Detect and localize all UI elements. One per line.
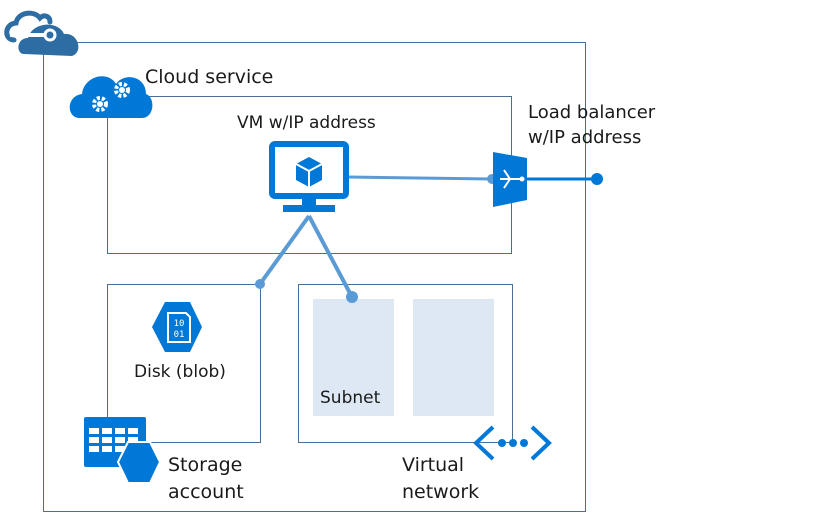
load-balancer-label-line1: Load balancer: [528, 102, 656, 123]
svg-text:01: 01: [174, 330, 185, 340]
azure-boundary: [43, 42, 586, 512]
load-balancer-icon: [493, 152, 527, 207]
storage-table-icon: [84, 417, 162, 484]
disk-connector-dot: [255, 279, 265, 289]
storage-account-label-line1: Storage: [168, 454, 243, 476]
load-balancer-label-line2: w/IP address: [528, 127, 642, 148]
svg-text:10: 10: [174, 319, 185, 329]
virtual-network-icon: [473, 425, 552, 461]
subnet-1: [313, 299, 394, 416]
subnet-label: Subnet: [320, 388, 381, 408]
subnet-2: [413, 299, 494, 416]
disk-blob-icon: 10 01: [152, 302, 202, 352]
public-ip-dot: [591, 173, 603, 185]
cloud-service-label: Cloud service: [145, 66, 274, 88]
vm-connectors: [255, 214, 358, 303]
disk-label: Disk (blob): [134, 362, 226, 382]
cloud-gears-icon: [69, 76, 153, 118]
subnet-connector-dot: [346, 291, 358, 303]
virtual-network-label-line1: Virtual: [402, 454, 465, 476]
virtual-machine-monitor-icon: [269, 141, 349, 212]
storage-account-label-line2: account: [168, 481, 244, 503]
virtual-network-box: [298, 284, 513, 443]
vm-label: VM w/IP address: [237, 113, 376, 133]
azure-cloud-icon: [4, 10, 79, 56]
virtual-network-label-line2: network: [402, 481, 480, 503]
storage-account-box: [107, 284, 261, 443]
lb-connector: [347, 173, 603, 185]
